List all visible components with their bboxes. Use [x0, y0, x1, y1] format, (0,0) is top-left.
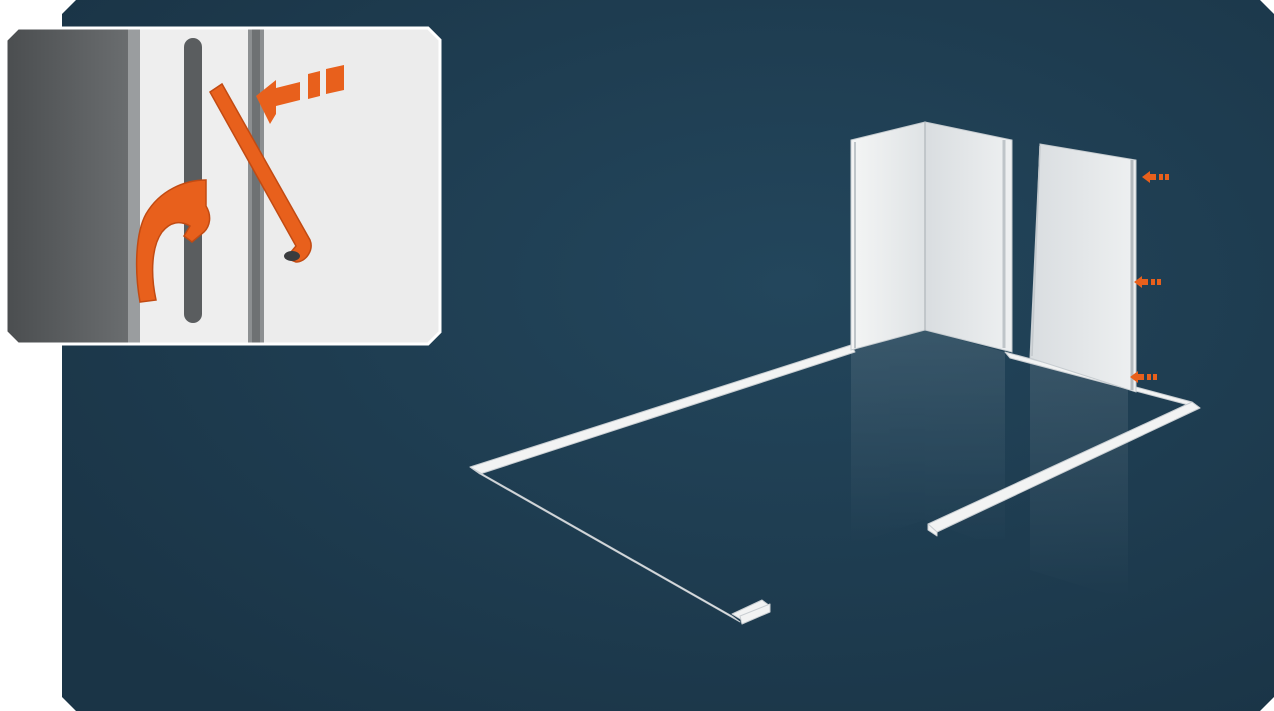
connector-clip-detail-inset	[4, 26, 442, 346]
orange-push-arrow-icon	[1142, 171, 1169, 183]
inset-orange-arrow-icon	[256, 65, 344, 124]
floor-reflection	[851, 330, 1128, 600]
orange-push-arrow-icon	[1130, 371, 1157, 383]
separate-wall-panel	[1029, 143, 1137, 393]
inset-dark-profile	[6, 28, 128, 344]
orange-push-arrow-icon	[1134, 276, 1161, 288]
corner-wall-panels	[850, 121, 1013, 353]
left-wall-panel	[850, 121, 926, 351]
right-wall-panel	[924, 121, 1013, 353]
inset-orange-hook	[135, 179, 211, 303]
